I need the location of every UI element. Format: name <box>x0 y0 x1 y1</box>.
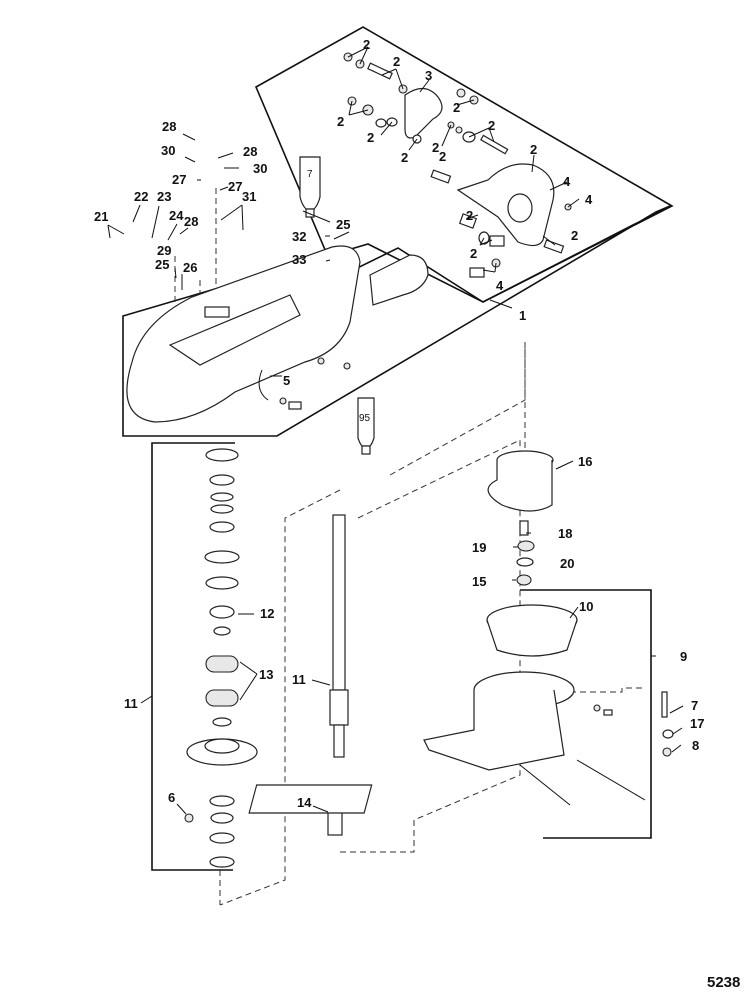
callout: 28 <box>243 144 257 159</box>
callout: 27 <box>228 179 242 194</box>
callout: 28 <box>162 119 176 134</box>
callout: 6 <box>168 790 175 805</box>
intake-hardware <box>593 691 674 757</box>
callout: 25 <box>155 257 169 272</box>
callout: 2 <box>466 208 473 223</box>
callout-labels: 2 2 3 2 2 2 2 2 2 2 2 4 4 2 2 2 4 1 28 3… <box>94 37 704 810</box>
wear-ring <box>486 604 578 657</box>
callout: 7 <box>691 698 698 713</box>
bearing-stack-frame <box>151 442 235 871</box>
callout: 33 <box>292 252 306 267</box>
assembly-line-shaft-right <box>337 439 521 853</box>
callout: 2 <box>439 149 446 164</box>
callout: 28 <box>184 214 198 229</box>
callout: 1 <box>519 308 526 323</box>
callout: 17 <box>690 716 704 731</box>
callout: 18 <box>558 526 572 541</box>
figure-number: 5238 <box>707 974 740 991</box>
intake-housing <box>248 671 646 814</box>
tube-7-label: 7 <box>307 169 313 180</box>
callout: 2 <box>393 54 400 69</box>
callout: 3 <box>425 68 432 83</box>
callout: 26 <box>183 260 197 275</box>
callout: 25 <box>336 217 350 232</box>
callout: 30 <box>161 143 175 158</box>
callout: 21 <box>94 209 108 224</box>
jet-pump-housing <box>126 245 429 423</box>
callout: 11 <box>124 696 138 711</box>
callout: 2 <box>432 140 439 155</box>
callout: 2 <box>530 142 537 157</box>
callout: 4 <box>496 278 504 293</box>
callout: 10 <box>579 599 593 614</box>
callout: 24 <box>169 208 184 223</box>
callout: 12 <box>260 606 274 621</box>
linkage-hardware <box>343 52 572 278</box>
callout: 14 <box>297 795 312 810</box>
bearing-stack <box>184 448 258 868</box>
assembly-line-intake <box>389 342 526 476</box>
callout: 4 <box>585 192 593 207</box>
grease-tube-7: 7 <box>299 156 321 218</box>
callout: 2 <box>363 37 370 52</box>
callout: 27 <box>172 172 186 187</box>
callout: 29 <box>157 243 171 258</box>
intake-frame <box>520 589 652 839</box>
callout: 2 <box>488 118 495 133</box>
grease-tube-95: 95 <box>357 397 375 455</box>
assembly-line-intake-bolts <box>570 687 645 693</box>
callout: 9 <box>680 649 687 664</box>
callout: 20 <box>560 556 574 571</box>
callout: 4 <box>563 174 571 189</box>
callout: 23 <box>157 189 171 204</box>
callout: 11 <box>292 672 306 687</box>
tube-95-label: 95 <box>359 413 371 424</box>
callout: 2 <box>337 114 344 129</box>
callout: 2 <box>401 150 408 165</box>
callout: 2 <box>367 130 374 145</box>
callout: 30 <box>253 161 267 176</box>
callout: 2 <box>571 228 578 243</box>
callout: 19 <box>472 540 486 555</box>
callout: 16 <box>578 454 592 469</box>
callout: 31 <box>242 189 256 204</box>
callout: 13 <box>259 667 273 682</box>
callout: 15 <box>472 574 486 589</box>
leader-lines <box>107 46 684 815</box>
callout: 2 <box>470 246 477 261</box>
impeller-assembly <box>487 450 554 586</box>
callout: 8 <box>692 738 699 753</box>
callout: 5 <box>283 373 290 388</box>
callout: 2 <box>453 100 460 115</box>
assembly-line-shaft-left <box>219 489 341 906</box>
callout: 32 <box>292 229 306 244</box>
callout: 22 <box>134 189 148 204</box>
housing-frame <box>122 205 671 437</box>
